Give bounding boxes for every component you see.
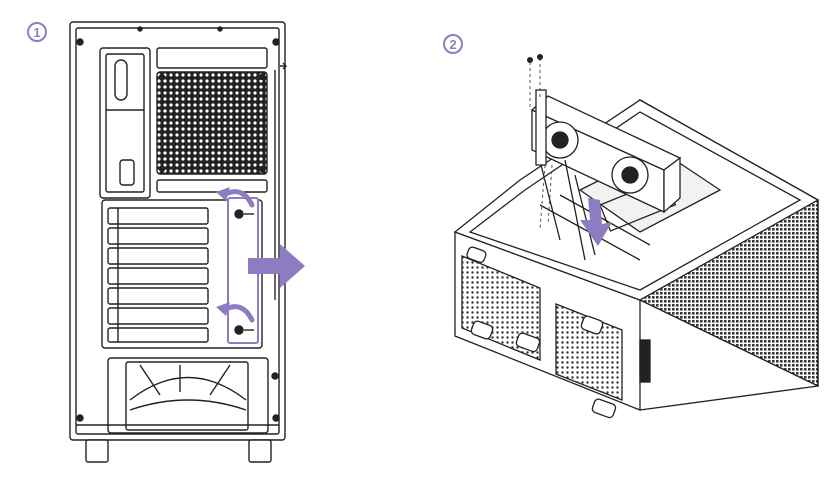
screw-icon (234, 325, 244, 335)
step-2-badge: 2 (443, 34, 463, 54)
expansion-slot-covers (107, 207, 209, 343)
rotate-arrow-head (216, 302, 230, 316)
right-arrow-icon (248, 244, 305, 288)
screw-guides (529, 58, 553, 231)
screw-icon (234, 209, 244, 219)
front-fan-grille-left (461, 246, 541, 361)
step-1-number: 1 (33, 24, 41, 40)
screw-icon (537, 54, 543, 60)
case-installation-view (453, 98, 820, 419)
step-2-number: 2 (449, 36, 457, 52)
screw-icon (527, 57, 533, 63)
front-fan-grille-right (555, 303, 623, 419)
down-arrow-icon (580, 198, 612, 246)
graphics-card (530, 89, 682, 261)
rotate-arrow-head (216, 187, 230, 201)
step-1-badge: 1 (27, 22, 47, 42)
case-rear-view (69, 21, 287, 463)
